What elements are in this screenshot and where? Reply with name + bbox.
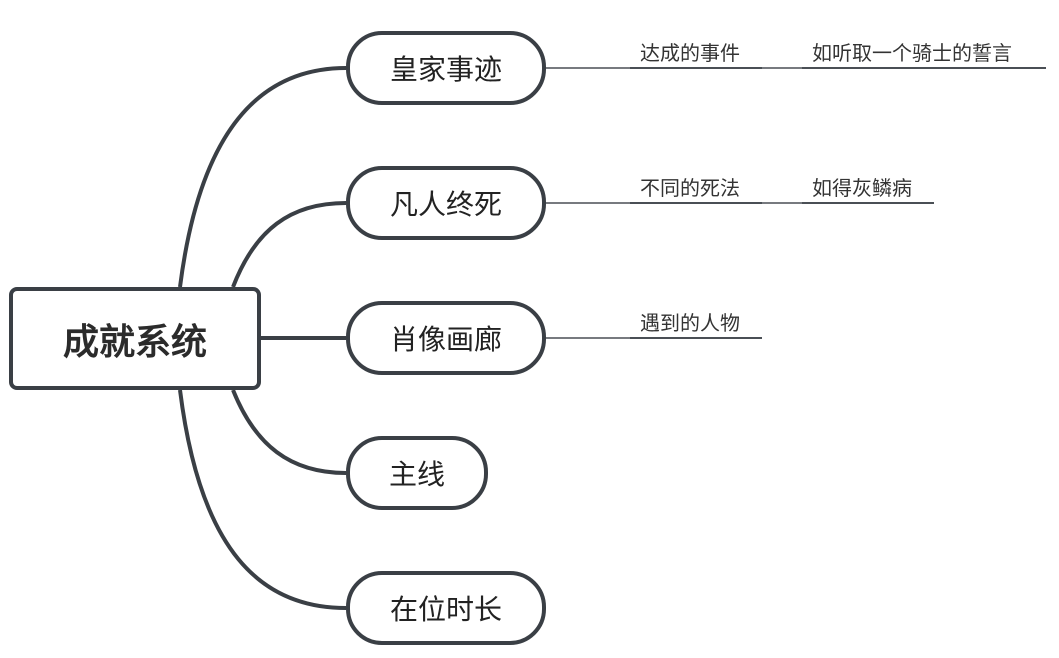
detail-knight-oath-example[interactable]: 如听取一个骑士的誓言 — [812, 41, 1012, 65]
connector-branch-5 — [178, 389, 347, 610]
detail-met-characters[interactable]: 遇到的人物 — [640, 311, 740, 335]
branch-label: 凡人终死 — [389, 188, 502, 221]
branch-label: 在位时长 — [389, 593, 502, 626]
branch-node-reign-duration[interactable]: 在位时长 — [346, 571, 546, 645]
branch-node-royal-deeds[interactable]: 皇家事迹 — [346, 31, 546, 105]
root-label: 成就系统 — [62, 321, 207, 363]
branch-node-mortal-death[interactable]: 凡人终死 — [346, 166, 546, 240]
branch-label: 肖像画廊 — [389, 323, 502, 356]
branch-node-portrait-gallery[interactable]: 肖像画廊 — [346, 301, 546, 375]
connector-branch-1 — [178, 66, 347, 288]
branch-label: 主线 — [388, 458, 445, 491]
branch-node-main-story[interactable]: 主线 — [346, 436, 488, 510]
detail-different-deaths[interactable]: 不同的死法 — [640, 176, 740, 200]
detail-greyscale-example[interactable]: 如得灰鳞病 — [812, 176, 912, 200]
connector-branch-2 — [231, 201, 347, 288]
root-node[interactable]: 成就系统 — [9, 287, 261, 390]
branch-label: 皇家事迹 — [389, 53, 502, 86]
connector-branch-4 — [231, 389, 347, 475]
detail-achieved-events[interactable]: 达成的事件 — [640, 41, 740, 65]
